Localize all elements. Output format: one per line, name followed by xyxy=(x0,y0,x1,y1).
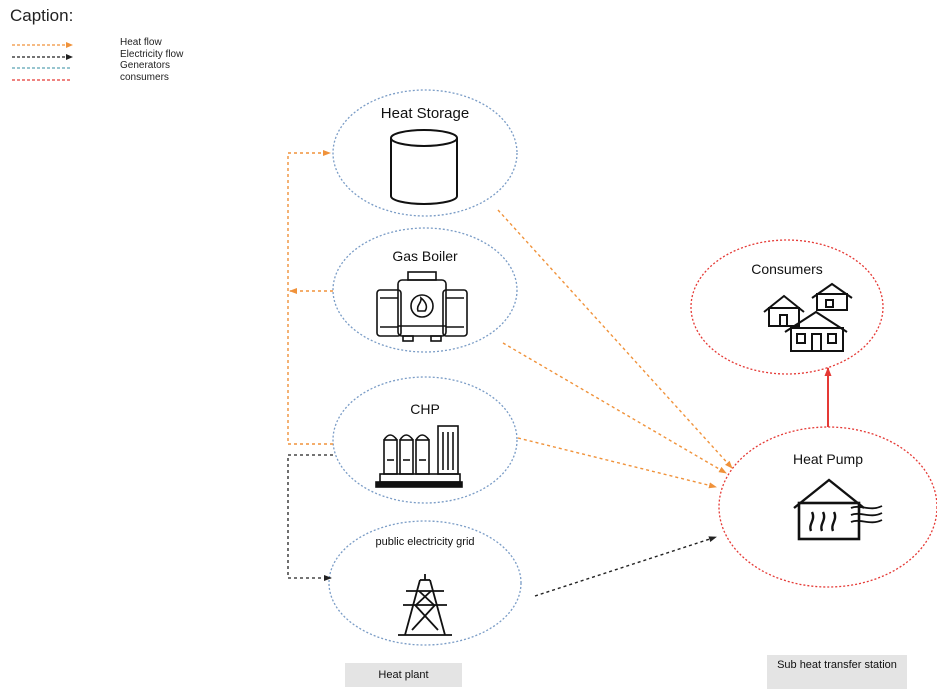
heat-flow-arrow-icon xyxy=(12,42,73,48)
storage-tank-icon xyxy=(390,129,458,205)
heat-flow-chp-left-bus xyxy=(287,153,333,445)
heat-pump-icon xyxy=(793,478,883,541)
legend-label: consumers xyxy=(120,72,169,83)
heat-pump-label: Heat Pump xyxy=(792,451,864,467)
gas-boiler-node xyxy=(332,227,518,353)
electricity-flow-arrow-icon xyxy=(12,54,73,60)
legend-label: Generators xyxy=(120,60,171,71)
sub-station-label: Sub heat transfer station xyxy=(767,655,907,689)
caption-title: Caption: xyxy=(10,6,74,25)
heat-pump-node xyxy=(718,426,937,588)
heat-flow-chp-to-pump xyxy=(517,437,717,489)
legend-label: Electricity flow xyxy=(120,49,184,60)
legend-heat-flow: Heat flow xyxy=(12,37,212,49)
heat-plant-label: Heat plant xyxy=(345,663,462,687)
legend-electricity-flow: Electricity flow xyxy=(12,49,212,61)
heat-storage-node xyxy=(332,89,518,217)
heat-storage-label: Heat Storage xyxy=(380,105,470,122)
heat-flow-boiler-to-pump xyxy=(502,342,727,474)
legend-label: Heat flow xyxy=(120,37,162,48)
chp-label: CHP xyxy=(410,401,440,417)
consumers-node xyxy=(690,239,884,375)
legend-consumers: consumers xyxy=(12,72,212,84)
power-pylon-icon xyxy=(398,574,452,636)
chp-node xyxy=(332,376,518,504)
electricity-flow-chp-to-grid xyxy=(287,454,333,581)
gas-boiler-label: Gas Boiler xyxy=(392,248,458,264)
houses-icon xyxy=(763,282,853,352)
consumers-label: Consumers xyxy=(751,261,823,277)
electricity-flow-grid-to-pump xyxy=(534,536,717,597)
gas-boiler-icon xyxy=(376,271,468,342)
grid-node xyxy=(328,520,522,646)
heat-flow-storage-to-pump xyxy=(497,209,733,469)
grid-label: public electricity grid xyxy=(375,536,475,548)
legend-generators: Generators xyxy=(12,60,212,72)
chp-plant-icon xyxy=(375,425,463,488)
